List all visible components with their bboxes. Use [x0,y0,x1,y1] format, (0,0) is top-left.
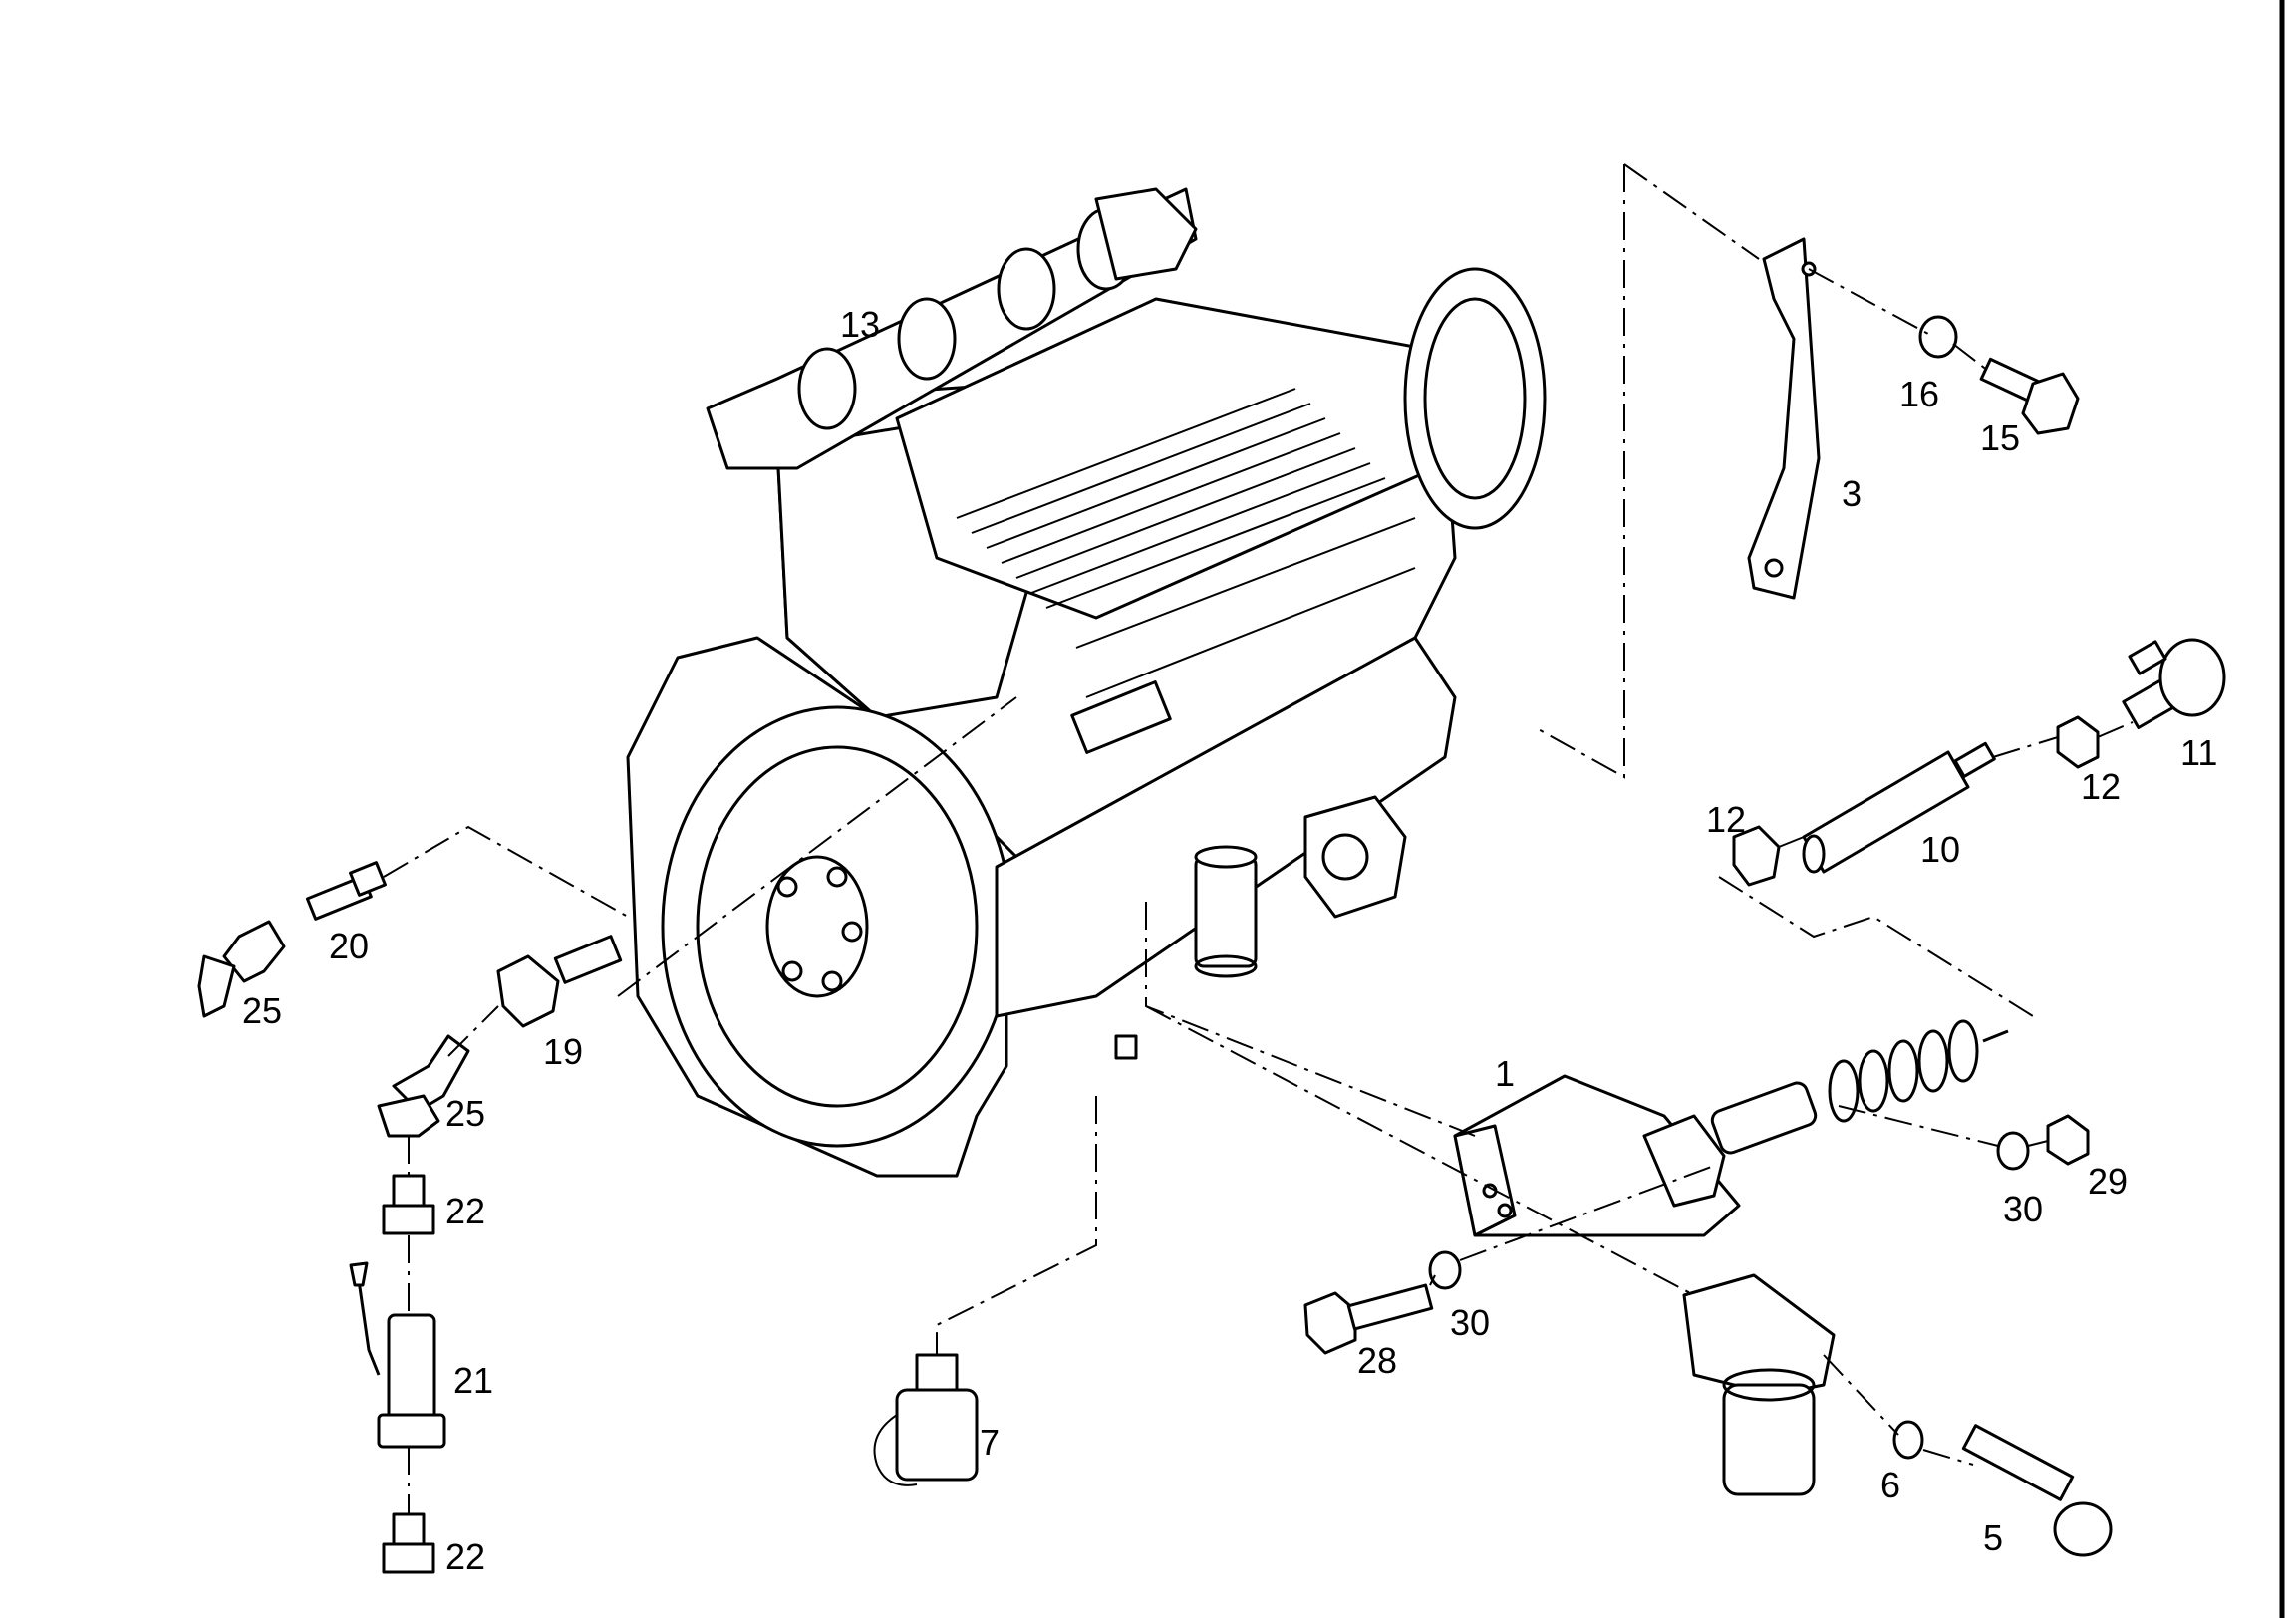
nut-12-left [1732,825,1781,887]
callout-5: 5 [1983,1517,2003,1558]
washer-30-upper [1996,1131,2030,1171]
callout-22-upper: 22 [445,1191,485,1231]
callout-28: 28 [1357,1340,1397,1381]
intake-manifold [706,187,1198,470]
engine-assembly [626,187,1547,1178]
leader-lines [383,163,2134,1514]
callout-12-right: 12 [2081,766,2121,807]
nut-12-right [2056,715,2100,769]
drain-plug [1114,1034,1138,1060]
support-bracket-3 [1747,237,1821,600]
drain-valve-7 [873,1353,979,1486]
flywheel-housing [626,636,1013,1178]
callout-3: 3 [1842,473,1862,514]
callout-15: 15 [1980,417,2020,458]
nipple-22-lower [382,1512,435,1574]
oil-filter [1194,845,1258,978]
cooling-fins [956,388,1416,698]
callout-20: 20 [329,926,369,966]
callout-30-lower: 30 [1450,1302,1490,1343]
fitting-19 [496,935,623,1028]
nipple-22-upper [382,1174,435,1235]
callout-16: 16 [1899,374,1939,414]
ball-joint-11 [2122,638,2226,729]
spring-rod-assembly [1710,1019,2009,1155]
callout-11: 11 [2180,732,2217,773]
fan-housing [1403,267,1547,530]
callout-30-upper: 30 [2003,1189,2043,1229]
bolt-5 [1961,1424,2113,1557]
rod-10 [1802,741,1996,874]
callout-25-lower: 25 [445,1093,485,1134]
washer-30-lower [1428,1250,1462,1290]
drain-tap-21 [349,1261,446,1449]
callout-6: 6 [1880,1465,1900,1505]
fuel-filter [1682,1273,1836,1496]
elbow-25-upper [197,920,286,1018]
engine-block-lower [995,636,1457,1018]
callout-10: 10 [1920,829,1960,870]
callout-12-left: 12 [1706,799,1746,840]
bolt-28 [1303,1283,1434,1355]
nut-29 [2046,1114,2090,1166]
fitting-20 [305,861,387,921]
washer-16 [1918,315,1958,359]
callout-25-upper: 25 [242,990,282,1031]
callout-19: 19 [543,1031,583,1072]
callout-7: 7 [980,1422,1000,1463]
fuel-pump [1303,795,1407,919]
callout-21: 21 [453,1360,493,1401]
callout-13: 13 [840,304,880,345]
callout-22-lower: 22 [445,1536,485,1577]
callout-1: 1 [1495,1053,1515,1094]
washer-6 [1892,1420,1924,1460]
bracket-1 [1453,1074,1741,1237]
bolt-15 [1979,357,2080,435]
callout-29: 29 [2088,1161,2128,1202]
